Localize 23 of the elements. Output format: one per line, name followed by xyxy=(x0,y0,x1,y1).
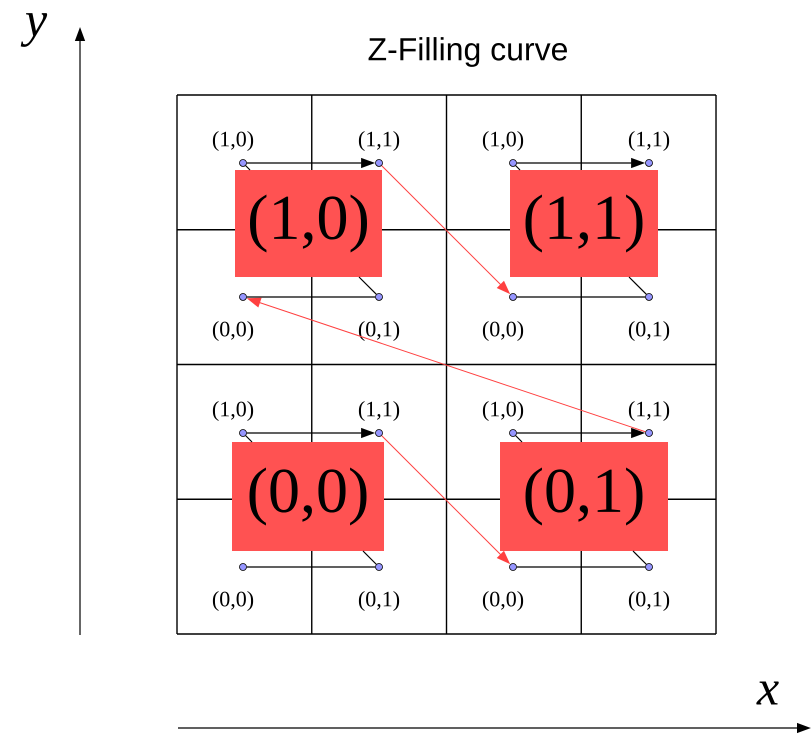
point-label: (1,1) xyxy=(628,401,670,421)
point-label: (1,0) xyxy=(482,401,524,421)
point-label: (0,1) xyxy=(358,321,400,341)
point-label: (1,1) xyxy=(358,131,400,151)
point-label: (0,1) xyxy=(628,591,670,611)
point-label: (1,0) xyxy=(212,131,254,151)
point-label: (1,1) xyxy=(628,131,670,151)
point-label: (0,1) xyxy=(358,591,400,611)
point-label: (0,0) xyxy=(212,591,254,611)
quadrant-box: (1,0) xyxy=(235,170,382,277)
quadrant-box: (0,1) xyxy=(500,442,668,551)
title: Z-Filling curve xyxy=(368,37,567,67)
point-label: (0,0) xyxy=(482,591,524,611)
point-label: (1,1) xyxy=(358,401,400,421)
point-label: (1,0) xyxy=(212,401,254,421)
axis-label: x xyxy=(756,682,779,704)
point-label: (0,0) xyxy=(212,321,254,341)
axis-label: y xyxy=(20,13,48,47)
quadrant-box: (1,1) xyxy=(510,170,658,277)
quadrant-box: (0,0) xyxy=(232,442,384,551)
point-label: (1,0) xyxy=(482,131,524,151)
point-label: (0,1) xyxy=(628,321,670,341)
point-label: (0,0) xyxy=(482,321,524,341)
